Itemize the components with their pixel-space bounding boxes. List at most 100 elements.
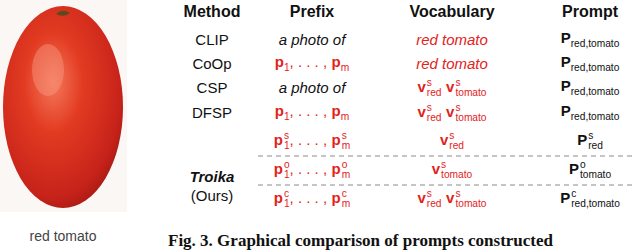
subscript: red,tomato (571, 199, 620, 209)
method-name: Troika (190, 168, 235, 185)
math-symbol: P (561, 29, 571, 46)
math-symbol: p (332, 102, 341, 119)
prefix-cell: , . . . , (290, 53, 328, 70)
subscript: m (341, 111, 350, 122)
superscript: o (342, 160, 351, 170)
superscript: s (427, 189, 442, 199)
script-stack: c1 (284, 189, 290, 209)
math-symbol: p (332, 160, 341, 177)
image-label: red tomato (30, 228, 97, 244)
subscript: 1 (284, 170, 290, 180)
math-symbol: p (275, 102, 284, 119)
math-symbol: P (561, 77, 571, 94)
script-stack: stomato (441, 160, 472, 180)
superscript: o (284, 160, 290, 170)
method-note: (Ours) (191, 187, 234, 205)
column-header: Vocabulary (409, 2, 494, 21)
vocabulary-cell: red tomato (416, 55, 488, 73)
math-symbol: v (446, 103, 454, 120)
subscript: red (588, 141, 603, 151)
superscript: c (284, 189, 290, 199)
prefix-cell: pc1, . . . ,pcm (274, 189, 351, 209)
math-symbol: p (332, 131, 341, 148)
vocabulary-cell: vsredvstomato (417, 78, 486, 98)
prefix-cell: , . . . , (290, 160, 328, 177)
script-stack: sred (588, 131, 603, 151)
superscript: s (449, 131, 464, 141)
script-stack: stomato (455, 189, 486, 209)
math-symbol: p (332, 189, 341, 206)
prompt-cell: Pcred,tomato (560, 189, 620, 209)
script-stack: stomato (455, 78, 486, 98)
superscript: s (284, 131, 290, 141)
prefix-cell: p1, . . . ,pm (275, 102, 350, 123)
subscript: m (342, 170, 351, 180)
subscript: 1 (284, 111, 290, 122)
script-stack: sm (342, 131, 351, 151)
column-header: Prefix (290, 2, 334, 21)
subscript: m (341, 62, 350, 73)
tomato-highlight (32, 44, 64, 96)
subscript: tomato (455, 199, 486, 209)
superscript: s (427, 103, 442, 113)
column-header: Prompt (562, 2, 618, 21)
vocabulary-cell: vsred (440, 131, 464, 151)
math-symbol: v (432, 160, 440, 177)
prompt-cell: Pred,tomato (561, 53, 620, 74)
subscript: m (342, 199, 351, 209)
script-stack: sred (427, 78, 442, 98)
prompt-cell: Pred,tomato (561, 29, 620, 50)
row-divider (258, 156, 636, 157)
script-stack: cred,tomato (571, 189, 620, 209)
method-name: CSP (197, 79, 228, 96)
superscript: c (342, 189, 351, 199)
photo-ground (0, 0, 127, 212)
subscript: tomato (441, 170, 472, 180)
superscript: o (580, 160, 611, 170)
subscript: red,tomato (571, 62, 620, 73)
math-symbol: P (577, 131, 587, 148)
superscript: s (588, 131, 603, 141)
superscript: s (455, 189, 486, 199)
image-label: red tomato (30, 228, 97, 245)
prompt-cell: Pred,tomato (561, 77, 620, 98)
subscript: m (342, 141, 351, 151)
prefix-cell: a photo of (279, 31, 346, 49)
method-name: DFSP (192, 104, 232, 121)
prefix-cell: a photo of (279, 31, 346, 48)
subscript: 1 (284, 62, 290, 73)
method-name: CoOp (192, 55, 231, 73)
script-stack: stomato (455, 103, 486, 123)
vocabulary-cell: vsredvstomato (417, 103, 486, 123)
row-divider (258, 185, 636, 186)
math-symbol: P (561, 53, 571, 70)
method-name: CLIP (195, 31, 228, 48)
method-name: Troika (190, 168, 235, 186)
prefix-cell: ps1, . . . ,psm (274, 131, 351, 151)
column-header: Prefix (290, 3, 334, 20)
script-stack: cm (342, 189, 351, 209)
vocabulary-cell: red tomato (416, 31, 488, 49)
vocabulary-cell: vstomato (432, 160, 473, 180)
prefix-cell: a photo of (279, 79, 346, 96)
math-symbol: P (560, 189, 570, 206)
column-header: Method (184, 3, 241, 20)
prefix-cell: , . . . , (290, 189, 328, 206)
math-symbol: v (440, 131, 448, 148)
math-symbol: p (274, 160, 283, 177)
math-symbol: p (332, 53, 341, 70)
subscript: tomato (455, 113, 486, 123)
math-symbol: v (446, 189, 454, 206)
script-stack: otomato (580, 160, 611, 180)
prefix-cell: p1, . . . ,pm (275, 53, 350, 74)
prefix-cell: , . . . , (290, 131, 328, 148)
superscript: s (441, 160, 472, 170)
vocabulary-cell: red tomato (416, 55, 488, 72)
subscript: red (427, 199, 442, 209)
prefix-cell: a photo of (279, 79, 346, 97)
subscript: tomato (455, 88, 486, 98)
superscript: c (571, 189, 620, 199)
subscript: 1 (284, 199, 290, 209)
superscript: s (455, 78, 486, 88)
subscript: tomato (580, 170, 611, 180)
